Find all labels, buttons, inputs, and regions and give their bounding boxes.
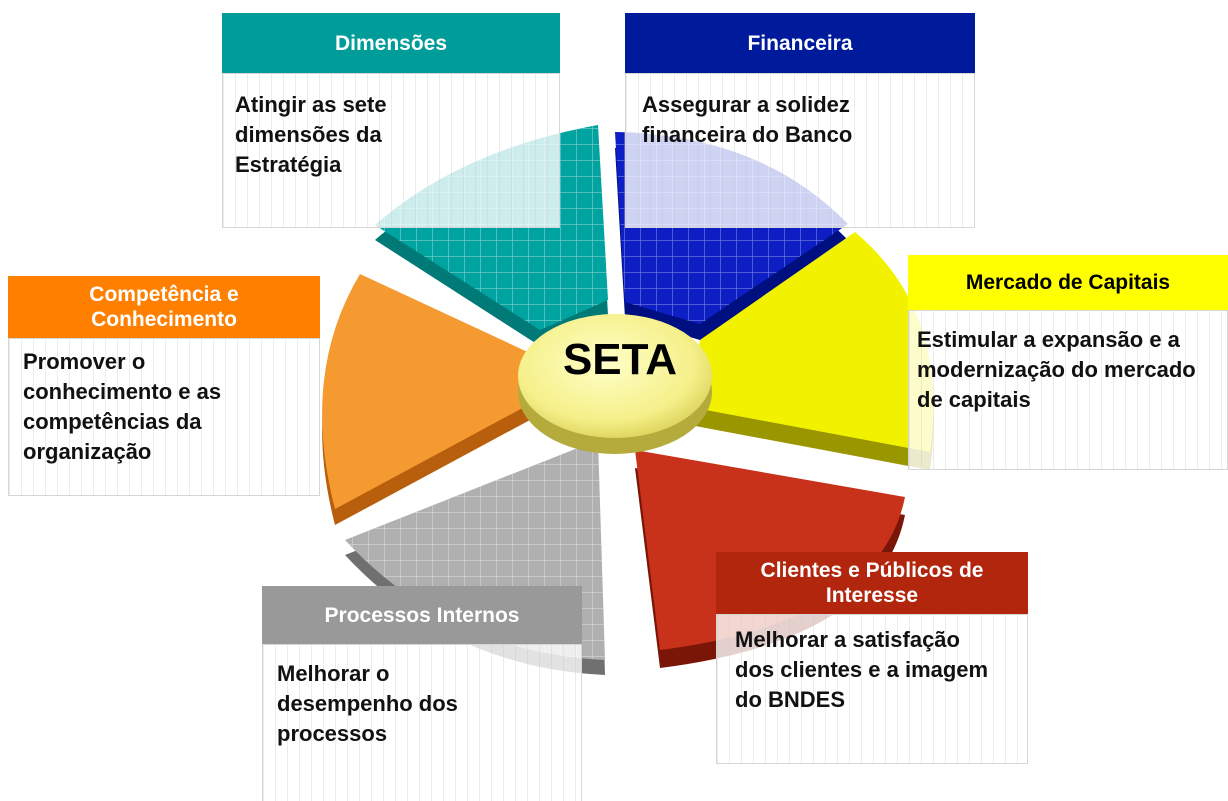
card-mercado: Mercado de Capitais Estimular a expansão… <box>908 255 1228 470</box>
card-text-value: Melhorar o desempenho dos processos <box>277 661 458 746</box>
center-hub <box>518 314 712 454</box>
card-text-value: Melhorar a satisfação dos clientes e a i… <box>735 627 989 712</box>
card-text: Assegurar a solidez financeira do Banco <box>625 73 975 228</box>
card-text-value: Promover o conhecimento e as competência… <box>23 349 222 464</box>
card-text: Melhorar o desempenho dos processos <box>262 644 582 801</box>
card-text: Atingir as sete dimensões da Estratégia <box>222 73 560 228</box>
slice-competencia <box>322 274 532 525</box>
card-title: Financeira <box>625 13 975 73</box>
card-clientes: Clientes e Públicos de Interesse Melhora… <box>716 552 1028 764</box>
card-title: Dimensões <box>222 13 560 73</box>
card-text-value: Assegurar a solidez financeira do Banco <box>642 92 853 147</box>
card-text-value: Atingir as sete dimensões da Estratégia <box>235 92 387 177</box>
card-competencia: Competência e Conhecimento Promover o co… <box>8 276 320 496</box>
card-title: Clientes e Públicos de Interesse <box>716 552 1028 614</box>
card-title: Processos Internos <box>262 586 582 644</box>
card-dimensoes: Dimensões Atingir as sete dimensões da E… <box>222 13 560 228</box>
card-text-value: Estimular a expansão e a modernização do… <box>917 327 1196 412</box>
card-title: Competência e Conhecimento <box>8 276 320 338</box>
card-text: Estimular a expansão e a modernização do… <box>908 310 1228 470</box>
card-financeira: Financeira Assegurar a solidez financeir… <box>625 13 975 228</box>
slice-mercado <box>690 232 934 470</box>
card-text: Promover o conhecimento e as competência… <box>8 338 320 496</box>
card-text: Melhorar a satisfação dos clientes e a i… <box>716 614 1028 764</box>
card-title: Mercado de Capitais <box>908 255 1228 310</box>
center-label: SETA <box>562 335 678 384</box>
card-processos: Processos Internos Melhorar o desempenho… <box>262 586 582 801</box>
